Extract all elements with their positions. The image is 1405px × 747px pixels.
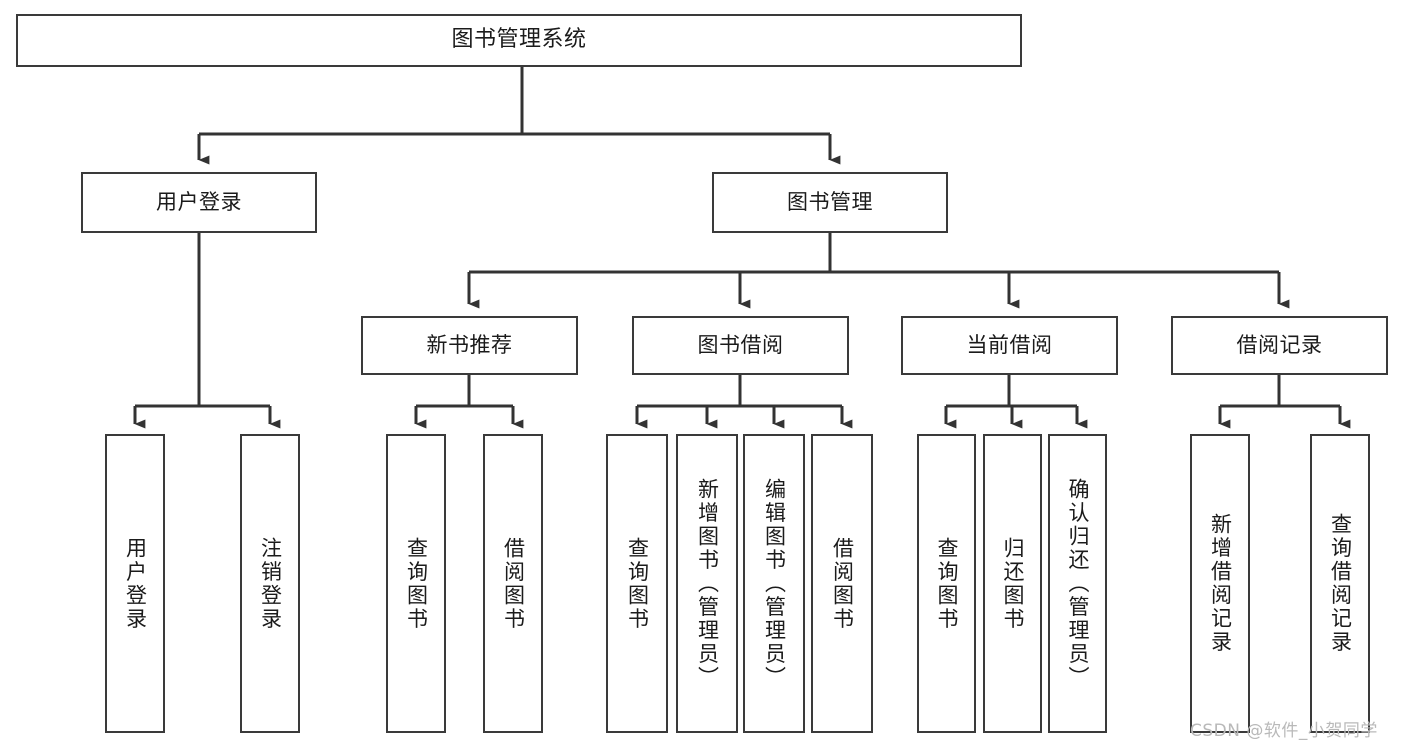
node-leaf-user-login[interactable]: 用户登录 [105, 434, 165, 733]
node-user-login[interactable]: 用户登录 [81, 172, 317, 233]
node-book-manage[interactable]: 图书管理 [712, 172, 948, 233]
node-leaf-query-book-2-label: 查询图书 [625, 536, 650, 631]
node-book-manage-label: 图书管理 [787, 189, 873, 214]
node-borrow-record-label: 借阅记录 [1236, 332, 1323, 357]
node-leaf-borrow-book-1-label: 借阅图书 [501, 536, 526, 631]
node-borrow-record[interactable]: 借阅记录 [1171, 316, 1388, 375]
node-leaf-edit-book-label: 编辑图书（管理员） [762, 477, 787, 690]
node-leaf-add-book-label: 新增图书（管理员） [695, 477, 720, 690]
node-leaf-return-book-label: 归还图书 [1001, 536, 1025, 631]
node-user-login-label: 用户登录 [156, 189, 242, 214]
node-leaf-query-book-3[interactable]: 查询图书 [917, 434, 976, 733]
node-leaf-borrow-book-1[interactable]: 借阅图书 [483, 434, 543, 733]
node-leaf-borrow-book-2[interactable]: 借阅图书 [811, 434, 873, 733]
node-leaf-add-record-label: 新增借阅记录 [1208, 513, 1233, 654]
node-book-borrow-label: 图书借阅 [697, 332, 784, 357]
watermark-text: CSDN @软件_小贺同学 [1190, 721, 1378, 741]
node-leaf-add-record[interactable]: 新增借阅记录 [1190, 434, 1250, 733]
node-leaf-borrow-book-2-label: 借阅图书 [830, 536, 855, 631]
node-leaf-logout-label: 注销登录 [258, 536, 283, 631]
node-leaf-user-login-label: 用户登录 [123, 536, 148, 631]
node-leaf-add-book[interactable]: 新增图书（管理员） [676, 434, 738, 733]
node-leaf-query-book-1[interactable]: 查询图书 [386, 434, 446, 733]
node-leaf-logout[interactable]: 注销登录 [240, 434, 300, 733]
node-leaf-confirm-return[interactable]: 确认归还（管理员） [1048, 434, 1107, 733]
node-leaf-query-book-1-label: 查询图书 [404, 536, 429, 631]
node-new-book-recommend-label: 新书推荐 [426, 332, 513, 357]
node-leaf-query-record[interactable]: 查询借阅记录 [1310, 434, 1370, 733]
node-leaf-confirm-return-label: 确认归还（管理员） [1066, 477, 1090, 690]
node-current-borrow[interactable]: 当前借阅 [901, 316, 1118, 375]
node-new-book-recommend[interactable]: 新书推荐 [361, 316, 578, 375]
node-leaf-query-book-2[interactable]: 查询图书 [606, 434, 668, 733]
node-leaf-query-book-3-label: 查询图书 [935, 536, 959, 631]
node-leaf-edit-book[interactable]: 编辑图书（管理员） [743, 434, 805, 733]
node-current-borrow-label: 当前借阅 [966, 332, 1053, 357]
node-leaf-query-record-label: 查询借阅记录 [1328, 513, 1353, 654]
node-book-borrow[interactable]: 图书借阅 [632, 316, 849, 375]
node-root[interactable]: 图书管理系统 [16, 14, 1022, 67]
node-root-label: 图书管理系统 [451, 27, 587, 53]
node-leaf-return-book[interactable]: 归还图书 [983, 434, 1042, 733]
